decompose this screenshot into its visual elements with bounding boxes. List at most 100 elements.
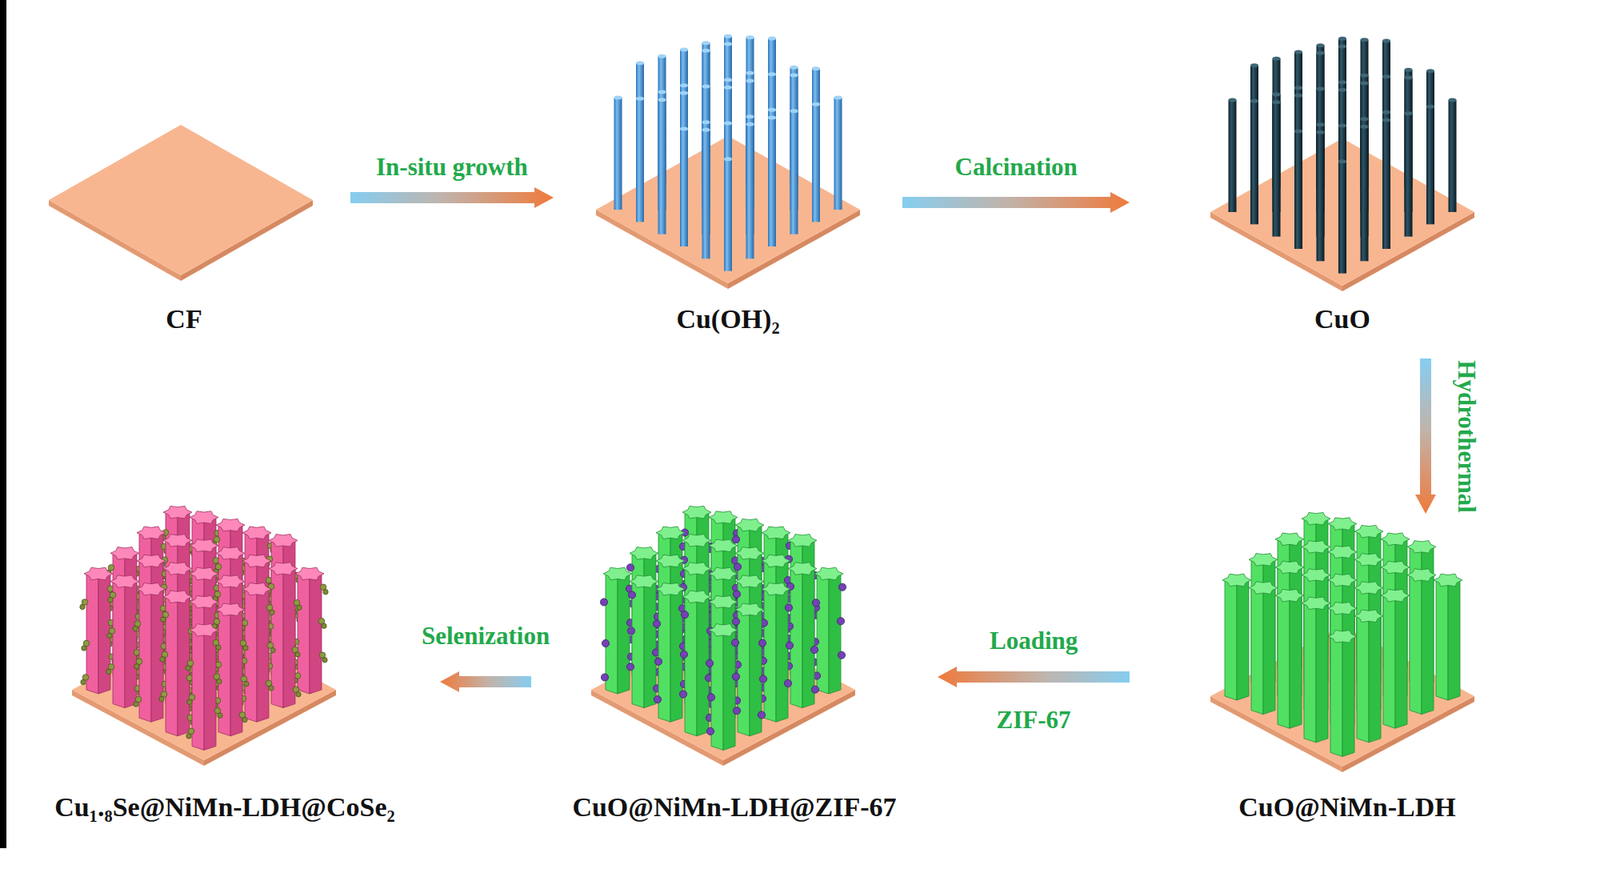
nanorod-tip xyxy=(1250,63,1259,68)
nanoprism-top xyxy=(189,539,219,552)
cose2-particle xyxy=(270,647,276,652)
copper-foam-substrate xyxy=(72,619,336,760)
nanorod-tip xyxy=(658,90,667,95)
nanorod-tip xyxy=(1338,159,1347,164)
nanoprism-face xyxy=(1251,588,1264,715)
process-stage: CF xyxy=(24,104,344,352)
nanoprism-top xyxy=(735,518,764,532)
nanoprism-top xyxy=(1407,568,1436,582)
nanoprism-top xyxy=(216,518,245,532)
nanorod-tip xyxy=(1360,73,1369,78)
cose2-particle xyxy=(217,712,223,718)
nanoprism-face xyxy=(244,588,257,722)
zif67-particle xyxy=(627,627,635,635)
nanoprism-top xyxy=(84,567,113,580)
copper-foam-substrate xyxy=(596,136,860,284)
nanoprism-top xyxy=(629,547,659,560)
nanorod-tip xyxy=(1272,56,1281,61)
nanorod-tip xyxy=(724,77,732,82)
nanoprism-top xyxy=(1354,581,1384,595)
nanoprism-top xyxy=(163,562,192,576)
nanoprism-top xyxy=(110,575,140,588)
stage-label: Cu₁.₈Se@NiMn-LDH@CoSe₂ xyxy=(54,791,395,824)
nanorod-tip xyxy=(680,127,688,132)
nanoprism-face xyxy=(1395,595,1408,728)
nanorod-tip xyxy=(1316,122,1325,127)
zif67-particle xyxy=(707,693,715,701)
nanorod-tip xyxy=(702,40,711,45)
nanoprism-top xyxy=(788,562,817,576)
zif67-particle xyxy=(785,641,793,649)
nanoprism-top xyxy=(1248,553,1278,567)
nanoprism-top xyxy=(1328,630,1357,644)
process-stage: CuO xyxy=(1136,24,1549,352)
nanoprism-face xyxy=(1368,616,1381,743)
zif67-particle xyxy=(731,639,739,647)
nanoprism-top xyxy=(1354,524,1384,538)
nanoprism-top xyxy=(1328,601,1357,615)
nanoprism-top xyxy=(1328,573,1357,587)
nanoprism-top xyxy=(189,624,219,637)
nanorod xyxy=(614,97,623,210)
nanoprism-face xyxy=(1277,595,1290,728)
process-arrow xyxy=(937,666,1130,688)
nanoprism-face xyxy=(165,596,178,736)
nanoprism-top xyxy=(110,547,140,560)
nanoprism-top xyxy=(761,526,791,540)
nanorod xyxy=(1382,120,1391,249)
nanorod-tip xyxy=(680,91,688,96)
zif67-particle xyxy=(784,679,792,687)
cose2-particle xyxy=(322,657,328,663)
nanoprism-top xyxy=(1248,581,1278,595)
nanorod-tip xyxy=(1294,93,1303,98)
nanoprism-top xyxy=(189,511,219,524)
nanorod xyxy=(1316,132,1325,261)
nanoprism-face xyxy=(1409,575,1422,715)
cose2-particle xyxy=(216,644,221,650)
zif67-particle xyxy=(733,563,741,571)
nanoprism-top xyxy=(656,526,685,540)
zif67-particle xyxy=(732,707,740,715)
nanoprism-face xyxy=(1448,580,1460,700)
zif67-particle xyxy=(757,711,765,719)
nanorod-tip xyxy=(1382,118,1391,123)
nanoprism-face xyxy=(1236,580,1249,700)
nanoprism-top xyxy=(1407,540,1436,554)
nanorod-tip xyxy=(746,35,755,40)
stage-label: Cu(OH)₂ xyxy=(676,303,780,336)
nanoprism-face xyxy=(828,573,841,694)
nanorod-tip xyxy=(724,121,732,126)
copper-foam-substrate xyxy=(48,124,313,276)
nanorod xyxy=(1228,100,1237,212)
nanoprism-face xyxy=(632,581,644,708)
nanorod xyxy=(1404,113,1413,237)
zif67-particle xyxy=(626,663,634,671)
nanorod-tip xyxy=(680,48,688,52)
cose2-particle xyxy=(243,645,248,651)
nanoprism-top xyxy=(268,534,298,548)
nanoprism-face xyxy=(764,588,776,722)
nanorod xyxy=(658,100,667,235)
nanoprism-top xyxy=(216,575,245,588)
cose2-particle xyxy=(296,604,302,610)
nanorod-tip xyxy=(768,36,776,41)
zif67-particle xyxy=(732,672,740,680)
nanorod-tip xyxy=(1250,99,1259,104)
step-label: Loading xyxy=(989,625,1078,656)
nanoprism-top xyxy=(136,582,166,596)
zif67-particle xyxy=(732,536,740,544)
zif67-particle xyxy=(653,696,661,704)
zif67-particle xyxy=(680,650,688,658)
zif67-particle xyxy=(628,591,636,599)
zif67-particle xyxy=(705,659,713,667)
nanoprism-top xyxy=(295,567,324,580)
nanoprism-face xyxy=(139,588,152,722)
nanoprism-top xyxy=(1301,540,1331,554)
nanoprism-face xyxy=(1224,580,1237,700)
nanorod-tip xyxy=(1426,104,1435,109)
nanoprism-face xyxy=(204,629,216,750)
nanoprism-face xyxy=(1304,603,1316,743)
nanoprism-top xyxy=(1433,573,1463,587)
